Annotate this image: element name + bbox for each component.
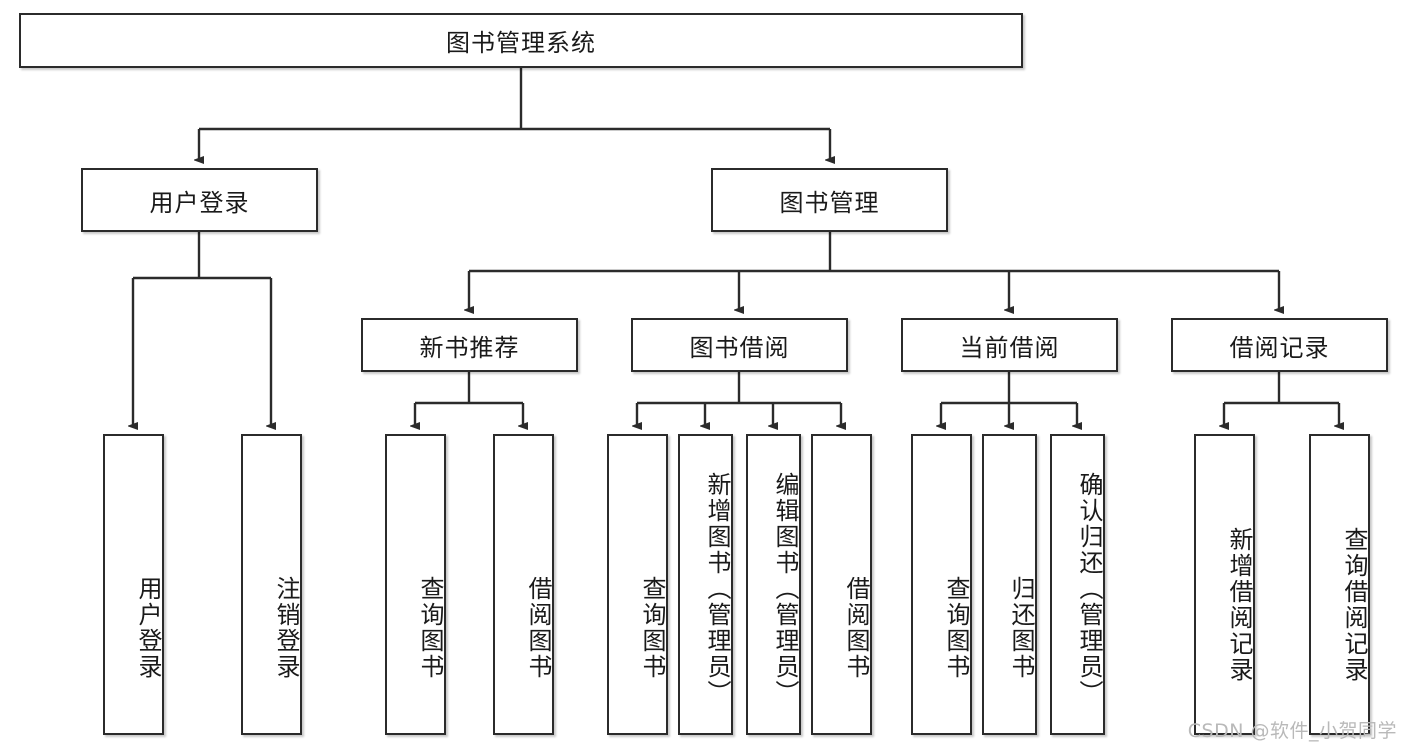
node-leaf-query-book-1[interactable]: 查询图书 <box>385 434 446 735</box>
node-leaf-query-book-2[interactable]: 查询图书 <box>607 434 668 735</box>
node-book-manage[interactable]: 图书管理 <box>711 168 948 232</box>
node-leaf-user-login[interactable]: 用户登录 <box>103 434 164 735</box>
node-user-login-label: 用户登录 <box>149 188 250 217</box>
node-leaf-borrow-book-1-label: 借阅图书 <box>524 575 552 680</box>
csdn-watermark: CSDN @软件_小贺同学 <box>1187 720 1397 742</box>
node-borrow-record[interactable]: 借阅记录 <box>1171 318 1388 372</box>
node-leaf-logout-login-label: 注销登录 <box>272 575 300 680</box>
node-book-borrow-label: 图书借阅 <box>689 333 790 362</box>
node-root-label: 图书管理系统 <box>446 29 596 57</box>
node-current-borrow[interactable]: 当前借阅 <box>901 318 1118 372</box>
node-leaf-query-book-3[interactable]: 查询图书 <box>911 434 972 735</box>
node-leaf-query-record-label: 查询借阅记录 <box>1340 526 1368 683</box>
node-leaf-query-book-1-label: 查询图书 <box>416 575 444 680</box>
node-leaf-return-book[interactable]: 归还图书 <box>982 434 1037 735</box>
node-book-borrow[interactable]: 图书借阅 <box>631 318 848 372</box>
node-leaf-query-book-2-label: 查询图书 <box>638 575 666 680</box>
node-leaf-confirm-return-label: 确认归还（管理员） <box>1075 471 1103 706</box>
node-leaf-edit-book[interactable]: 编辑图书（管理员） <box>746 434 801 735</box>
node-leaf-query-record[interactable]: 查询借阅记录 <box>1309 434 1370 735</box>
node-new-book-recommend-label: 新书推荐 <box>419 333 520 362</box>
node-leaf-borrow-book-1[interactable]: 借阅图书 <box>493 434 554 735</box>
node-leaf-borrow-book-2-label: 借阅图书 <box>842 575 870 680</box>
node-leaf-borrow-book-2[interactable]: 借阅图书 <box>811 434 872 735</box>
node-leaf-return-book-label: 归还图书 <box>1007 575 1035 680</box>
node-leaf-edit-book-label: 编辑图书（管理员） <box>771 471 799 706</box>
node-book-manage-label: 图书管理 <box>779 188 880 217</box>
node-leaf-user-login-label: 用户登录 <box>134 575 162 680</box>
node-leaf-add-record[interactable]: 新增借阅记录 <box>1194 434 1255 735</box>
node-leaf-confirm-return[interactable]: 确认归还（管理员） <box>1050 434 1105 735</box>
node-leaf-logout-login[interactable]: 注销登录 <box>241 434 302 735</box>
node-leaf-add-book[interactable]: 新增图书（管理员） <box>678 434 733 735</box>
node-leaf-add-book-label: 新增图书（管理员） <box>703 471 731 706</box>
node-root[interactable]: 图书管理系统 <box>19 13 1023 68</box>
node-user-login[interactable]: 用户登录 <box>81 168 318 232</box>
node-leaf-query-book-3-label: 查询图书 <box>942 575 970 680</box>
node-leaf-add-record-label: 新增借阅记录 <box>1225 526 1253 683</box>
node-borrow-record-label: 借阅记录 <box>1229 333 1330 362</box>
node-current-borrow-label: 当前借阅 <box>959 333 1060 362</box>
node-new-book-recommend[interactable]: 新书推荐 <box>361 318 578 372</box>
